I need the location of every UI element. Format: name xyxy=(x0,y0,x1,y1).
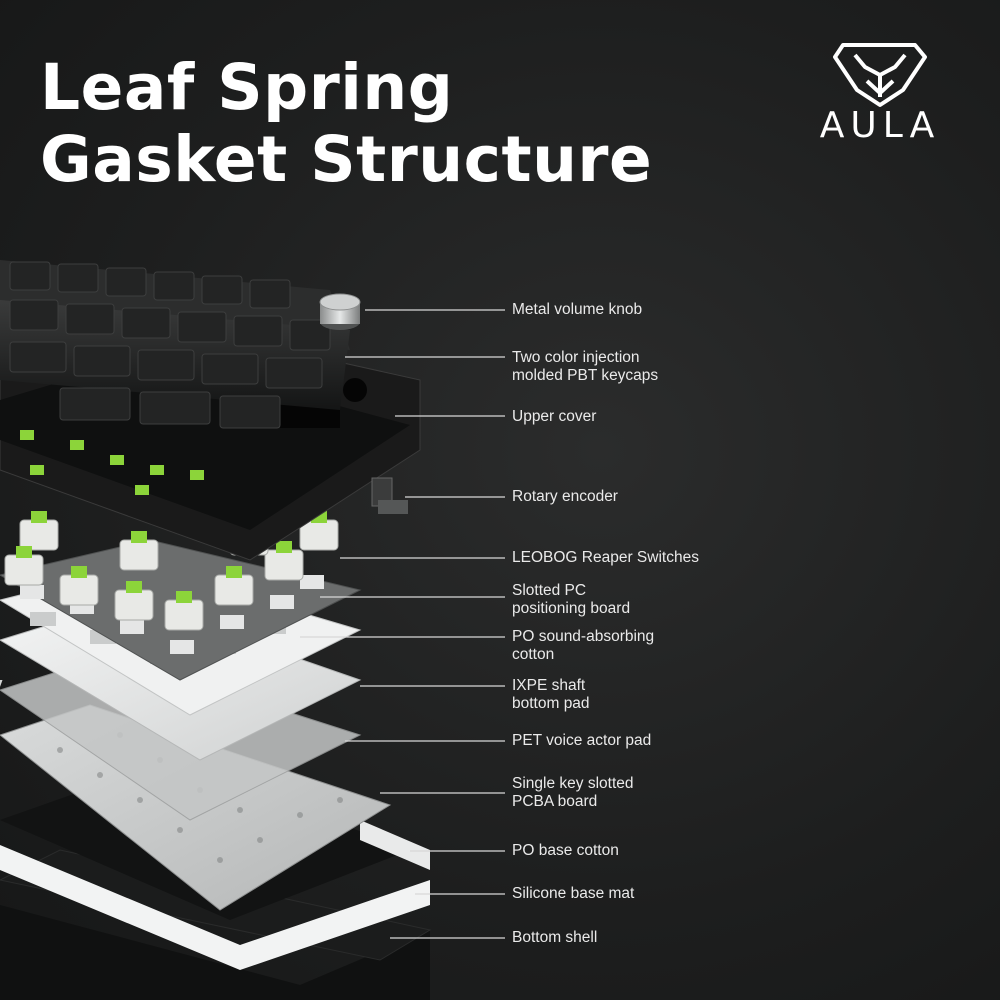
leader-lines xyxy=(300,309,505,939)
label-pet-voice-actor-pad: PET voice actor pad xyxy=(512,732,652,749)
label-pcba-board: Single key slotted PCBA board xyxy=(512,775,634,810)
label-pc-positioning-board: Slotted PC positioning board xyxy=(512,582,631,617)
keycaps-layer xyxy=(0,260,350,429)
aula-wordmark: AULA xyxy=(820,105,941,145)
silicone-base-mat-layer xyxy=(0,845,430,970)
page-title: Leaf Spring Gasket Structure xyxy=(40,52,652,196)
label-ixpe-shaft-bottom-pad: IXPE shaft bottom pad xyxy=(512,677,590,712)
label-reaper-switches: LEOBOG Reaper Switches xyxy=(512,549,699,566)
label-silicone-base-mat: Silicone base mat xyxy=(512,885,635,902)
aula-logo: AULA xyxy=(820,43,941,145)
label-pbt-keycaps: Two color injection molded PBT keycaps xyxy=(512,349,659,384)
metal-volume-knob xyxy=(319,293,361,330)
label-upper-cover: Upper cover xyxy=(512,408,597,425)
title-line-2: Gasket Structure xyxy=(40,123,653,196)
label-po-base-cotton: PO base cotton xyxy=(512,842,619,859)
switches-layer xyxy=(4,511,339,631)
label-po-sound-absorbing-cotton: PO sound-absorbing cotton xyxy=(512,628,655,663)
aula-spider-emblem-icon xyxy=(833,43,927,107)
title-line-1: Leaf Spring xyxy=(40,51,454,124)
label-metal-volume-knob: Metal volume knob xyxy=(512,301,643,318)
label-bottom-shell: Bottom shell xyxy=(512,929,598,946)
rotary-encoder xyxy=(371,477,408,514)
label-rotary-encoder: Rotary encoder xyxy=(512,488,618,505)
